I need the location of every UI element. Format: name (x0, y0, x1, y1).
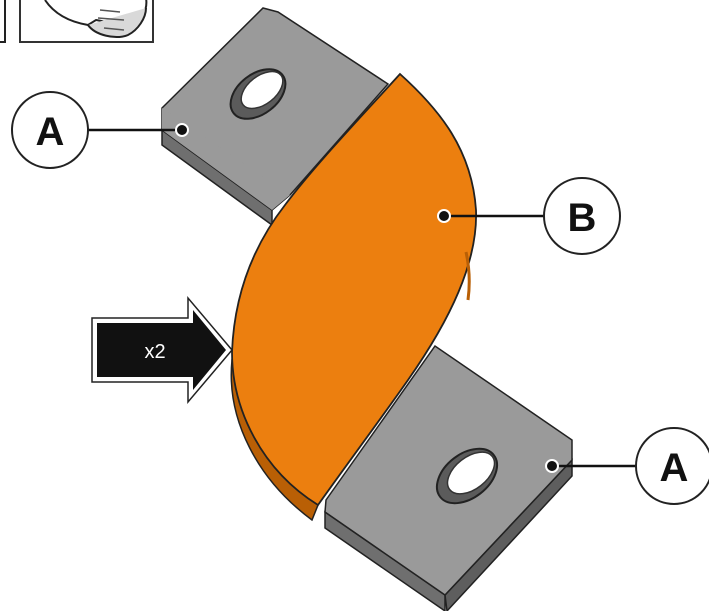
glove-icon-panel (19, 0, 154, 43)
callout-a-lower: A (635, 427, 709, 505)
leader-lines (88, 123, 637, 473)
callout-label: A (36, 110, 65, 154)
hand-wearing-glove-icon (44, 0, 148, 38)
callout-label: A (660, 446, 689, 490)
callout-label: B (568, 196, 597, 240)
lower-busbar (324, 344, 573, 611)
quantity-arrow: x2 (91, 295, 233, 405)
quantity-label: x2 (144, 341, 165, 363)
callout-b: B (543, 177, 621, 255)
callout-a-upper: A (11, 91, 89, 169)
corner-frame-left (0, 0, 6, 43)
insulating-cover (230, 72, 477, 522)
upper-busbar (161, 7, 390, 227)
